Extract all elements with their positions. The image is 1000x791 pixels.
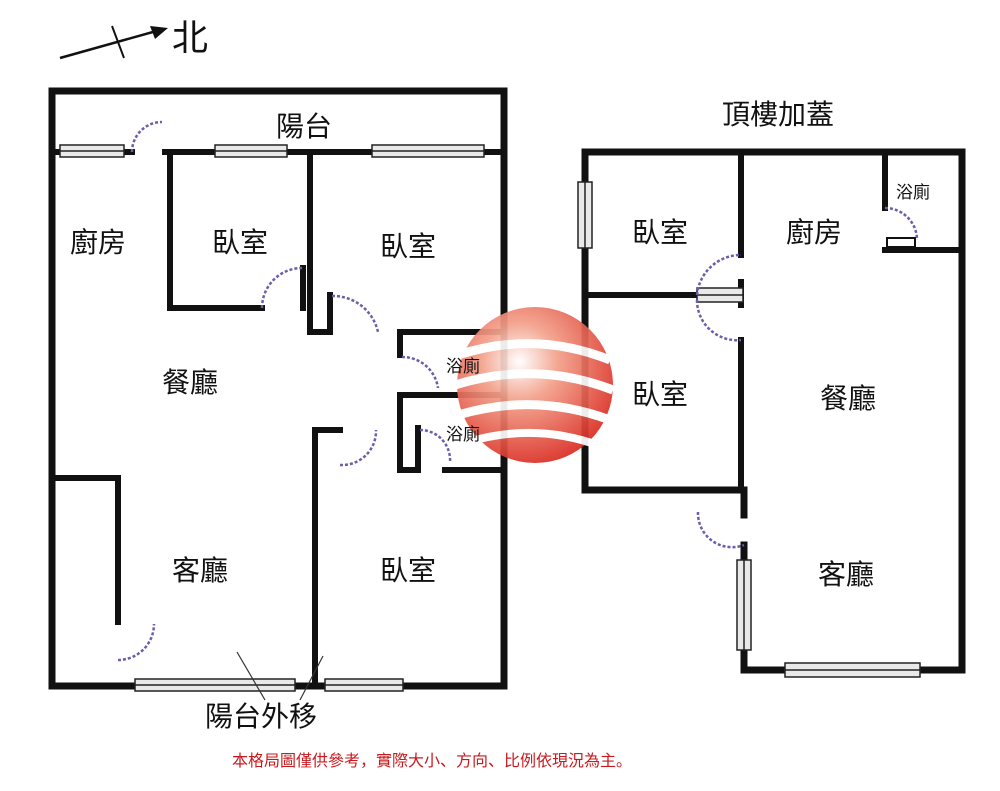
balcony-moved-label: 陽台外移 [205, 700, 317, 733]
door-arc [419, 428, 452, 463]
room-label-bedroom: 臥室 [632, 378, 688, 411]
disclaimer-note: 本格局圖僅供參考，實際大小、方向、比例依現況為主。 [232, 751, 632, 770]
room-label-bedroom: 臥室 [380, 230, 436, 263]
door-arc [696, 511, 745, 549]
room-label-bath: 浴廁 [446, 424, 480, 445]
door-arc [401, 355, 440, 389]
room-label-bedroom: 臥室 [632, 216, 688, 249]
company-logo-icon [453, 307, 615, 463]
room-label-balcony: 陽台 [276, 110, 332, 143]
room-label-kitchen: 廚房 [70, 226, 126, 259]
main-floor [48, 87, 508, 701]
room-label-bath: 浴廁 [896, 182, 930, 203]
room-label-dining: 餐廳 [162, 366, 218, 399]
compass-label: 北 [172, 18, 208, 59]
door-arc [130, 120, 163, 153]
window [736, 559, 752, 651]
window [784, 662, 921, 678]
door-arc [339, 429, 378, 467]
door-arc [117, 623, 156, 662]
window [696, 287, 744, 303]
roof-title: 頂樓加蓋 [722, 98, 834, 131]
door-arc [260, 266, 303, 309]
window [324, 678, 404, 692]
room-label-bedroom: 臥室 [380, 554, 436, 587]
door-arc [884, 206, 919, 241]
window [214, 144, 288, 158]
window [134, 678, 296, 692]
room-label-bath: 浴廁 [446, 356, 480, 377]
room-label-living: 客廳 [818, 558, 874, 591]
door-arc [331, 294, 380, 333]
north-arrow-icon [59, 25, 168, 60]
door-arc [695, 299, 742, 342]
roof-floor [577, 148, 966, 678]
room-label-kitchen: 廚房 [786, 216, 842, 249]
room-label-living: 客廳 [172, 554, 228, 587]
room-label-dining: 餐廳 [820, 382, 876, 415]
window [577, 181, 593, 249]
window [59, 144, 125, 158]
room-label-bedroom: 臥室 [212, 226, 268, 259]
window [371, 144, 485, 158]
door-arc [695, 253, 742, 296]
